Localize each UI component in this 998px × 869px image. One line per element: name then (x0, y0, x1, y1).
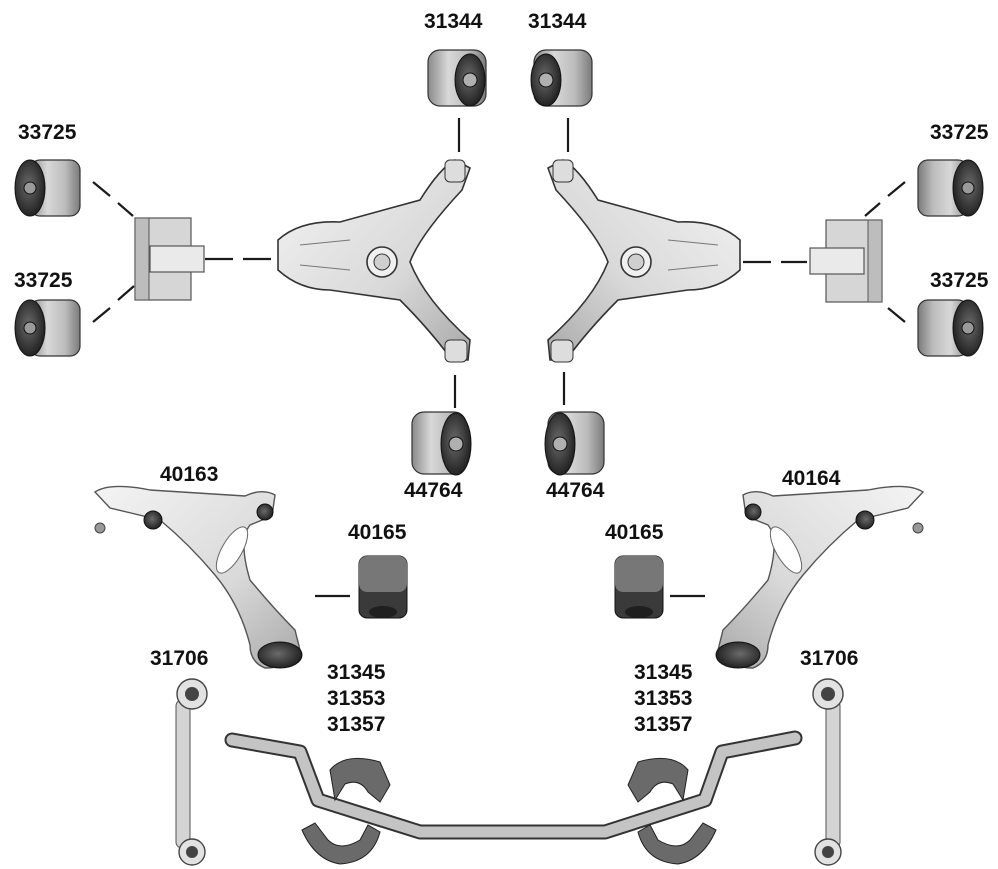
bushing-44764-right (545, 412, 604, 475)
part-label-40165-left: 40165 (348, 520, 406, 546)
part-label-31357-left: 31357 (327, 712, 385, 738)
bushing-33725-lower-right (918, 300, 983, 356)
part-label-31344-right: 31344 (528, 9, 586, 35)
part-label-33725-lower-left: 33725 (14, 268, 72, 294)
upper-control-arm-right (548, 160, 740, 362)
part-label-stack-stabilizer-right: 31345 31353 31357 (634, 660, 692, 738)
stabilizer-bushing-left-lower (302, 823, 380, 864)
bushing-33725-upper-left (15, 160, 80, 216)
bushing-44764-left (412, 412, 471, 475)
part-label-40164: 40164 (782, 466, 840, 492)
part-label-40165-right: 40165 (605, 520, 663, 546)
bushing-31344-left (428, 50, 486, 106)
bushing-40165-right (615, 556, 663, 618)
part-label-31353-right: 31353 (634, 686, 692, 712)
lower-control-arm-right (716, 486, 923, 668)
bushing-31344-right (531, 50, 592, 106)
mount-bracket-left (135, 218, 204, 300)
part-label-31345-left: 31345 (327, 660, 385, 686)
part-label-31353-left: 31353 (327, 686, 385, 712)
bushing-33725-upper-right (918, 160, 983, 216)
part-label-44764-left: 44764 (404, 478, 462, 504)
part-label-44764-right: 44764 (546, 478, 604, 504)
lower-control-arm-left (95, 486, 302, 668)
part-label-40163: 40163 (160, 462, 218, 488)
part-label-31706-right: 31706 (800, 646, 858, 672)
part-label-31706-left: 31706 (150, 646, 208, 672)
part-label-33725-lower-right: 33725 (930, 268, 988, 294)
upper-control-arm-left (278, 160, 470, 362)
part-label-31345-right: 31345 (634, 660, 692, 686)
part-label-31357-right: 31357 (634, 712, 692, 738)
part-label-31344-left: 31344 (424, 9, 482, 35)
stabilizer-bushing-right-upper (628, 758, 688, 802)
part-label-stack-stabilizer-left: 31345 31353 31357 (327, 660, 385, 738)
mount-bracket-right (810, 220, 882, 302)
bushing-40165-left (359, 556, 407, 618)
stabilizer-link-left (176, 679, 207, 865)
stabilizer-bushing-right-lower (638, 823, 716, 864)
part-label-33725-upper-right: 33725 (930, 120, 988, 146)
stabilizer-link-right (813, 679, 843, 865)
bushing-33725-lower-left (15, 300, 80, 356)
stabilizer-bushing-left-upper (330, 758, 390, 802)
part-label-33725-upper-left: 33725 (18, 120, 76, 146)
